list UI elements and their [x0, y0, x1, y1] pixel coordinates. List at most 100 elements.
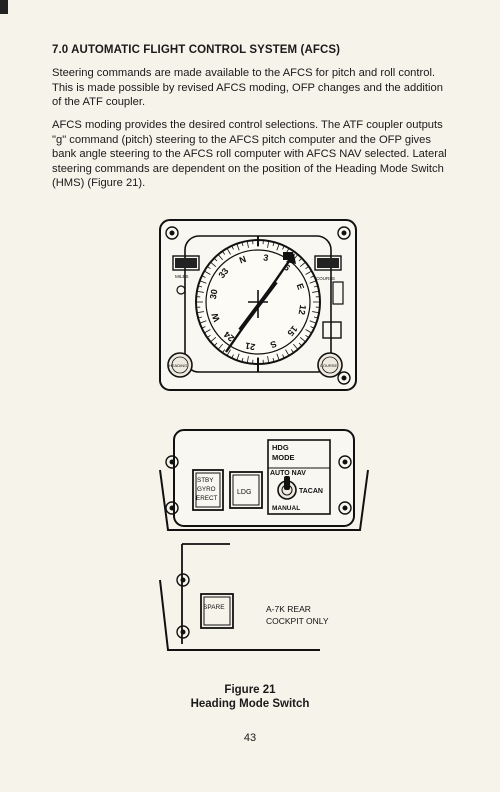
compass-tick — [290, 250, 294, 255]
compass-mark-label: 21 — [244, 341, 256, 353]
compass-tick — [305, 334, 310, 338]
compass-tick — [204, 329, 211, 334]
compass-tick — [310, 275, 315, 278]
figure-number: Figure 21 — [224, 684, 276, 696]
compass-tick — [196, 290, 204, 293]
compass-tick — [272, 357, 275, 362]
compass-mark-label: N — [238, 254, 248, 266]
spare-button[interactable] — [200, 593, 234, 629]
compass-tick — [309, 280, 317, 284]
compass-mark-label: 30 — [208, 288, 220, 300]
compass-tick — [226, 248, 231, 255]
course-knob-label: COURSE — [320, 363, 337, 368]
compass-tick — [285, 349, 290, 356]
compass-tick — [313, 316, 318, 319]
compass-tick — [201, 326, 206, 329]
compass-tick — [267, 356, 270, 364]
course-window-label: COURSE — [316, 276, 335, 281]
hsi-screw-icon — [165, 226, 179, 240]
compass-tick — [236, 353, 240, 361]
compass-tick — [310, 326, 315, 329]
compass-tick — [217, 343, 223, 350]
compass-tick — [305, 329, 312, 334]
compass-tick — [290, 349, 294, 354]
spare-label: SPARE — [203, 604, 225, 611]
compass-tick — [204, 270, 211, 275]
compass-tick — [298, 257, 303, 262]
rear-note-line-1: A-7K REAR — [266, 604, 311, 614]
compass-tick — [285, 248, 290, 255]
compass-tick — [201, 275, 206, 278]
compass-mark-label: 3 — [262, 252, 269, 263]
compass-mark-label: 24 — [222, 329, 236, 343]
stby-gyro-erect-button[interactable] — [192, 469, 224, 511]
compass-mark-label: W — [209, 311, 221, 323]
compass-tick — [210, 337, 217, 343]
compass-tick — [206, 334, 211, 338]
compass-tick — [299, 261, 306, 267]
compass-tick — [299, 337, 306, 343]
paragraph-2: AFCS moding provides the desired control… — [52, 119, 447, 190]
compass-mark-label: 15 — [285, 324, 299, 338]
compass-tick — [199, 320, 207, 324]
compass-tick — [199, 280, 207, 284]
compass-mark-label: S — [269, 339, 278, 350]
compass-tick — [213, 257, 218, 262]
compass-tick — [231, 245, 234, 250]
compass-tick — [267, 240, 270, 248]
compass-tick — [198, 316, 203, 319]
compass-tick — [206, 266, 211, 270]
hsi-screw-icon — [337, 371, 351, 385]
compass-tick — [217, 254, 223, 261]
stby-label: STBY — [197, 477, 214, 484]
auto-nav-label: AUTO NAV — [270, 470, 306, 477]
compass-tick — [196, 311, 204, 314]
compass-tick — [282, 245, 285, 250]
rear-screw-icon — [176, 625, 190, 639]
tacan-label: TACAN — [299, 488, 323, 495]
compass-tick — [222, 250, 226, 255]
compass-mark-label: 33 — [216, 266, 230, 280]
panel-screw-icon — [165, 501, 179, 515]
compass-tick — [241, 242, 244, 247]
rear-cockpit-panel — [159, 543, 320, 651]
miles-label: MILES — [175, 274, 189, 279]
compass-tick — [246, 356, 249, 364]
ldg-button[interactable] — [229, 471, 263, 509]
compass-tick — [246, 240, 249, 248]
figure-title: Heading Mode Switch — [190, 698, 310, 710]
compass-mark-label: 6 — [282, 262, 292, 273]
hsi-instrument — [159, 219, 357, 391]
rear-note-line-2: COCKPIT ONLY — [266, 616, 329, 626]
compass-tick — [305, 270, 312, 275]
compass-tick — [236, 243, 240, 251]
gyro-label: GYRO — [197, 486, 216, 493]
compass-tick — [313, 285, 318, 288]
compass-tick — [298, 342, 303, 347]
panel-screw-icon — [338, 455, 352, 469]
compass-tick — [305, 266, 310, 270]
compass-tick — [241, 357, 244, 362]
mode-label: MODE — [272, 453, 295, 462]
paragraph-1: Steering commands are made available to … — [52, 67, 443, 109]
compass-tick — [276, 243, 280, 251]
hdg-mode-toggle-switch[interactable] — [277, 476, 297, 500]
compass-tick — [213, 342, 218, 347]
compass-tick — [293, 343, 299, 350]
hsi-screw-icon — [337, 226, 351, 240]
rear-screw-icon — [176, 573, 190, 587]
compass-tick — [198, 285, 203, 288]
heading-knob-label: HEADING — [169, 363, 187, 368]
page-number: 43 — [243, 732, 257, 744]
compass-tick — [210, 261, 217, 267]
heading-knob[interactable] — [167, 352, 193, 378]
panel-screw-icon — [338, 501, 352, 515]
compass-tick — [282, 354, 285, 359]
compass-mark-label: E — [295, 282, 306, 291]
hdg-label: HDG — [272, 443, 289, 452]
course-knob[interactable] — [317, 352, 343, 378]
scan-corner-mark — [0, 0, 8, 14]
compass-tick — [312, 290, 320, 293]
